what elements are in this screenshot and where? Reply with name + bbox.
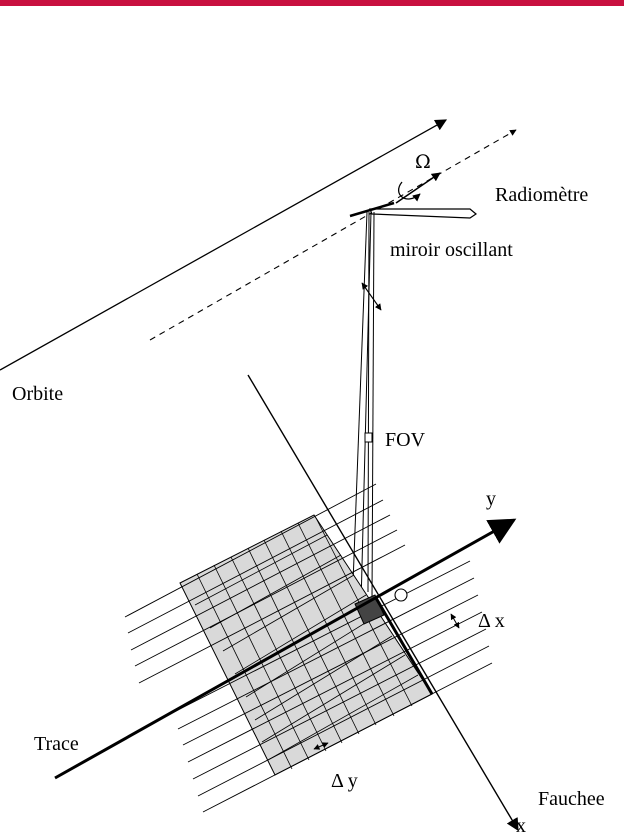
oscillating-mirror bbox=[349, 201, 395, 218]
fov-marker bbox=[364, 432, 373, 443]
scan-cone bbox=[351, 211, 375, 611]
orbite-label: Orbite bbox=[12, 383, 63, 405]
rotation-axis-arrow bbox=[395, 172, 441, 204]
omega-label: Ω bbox=[415, 151, 431, 173]
trace-label: Trace bbox=[34, 733, 79, 755]
origin-circle bbox=[394, 588, 408, 602]
orbit-line bbox=[0, 119, 448, 371]
x-axis-fauchee bbox=[247, 374, 519, 832]
delta-x-arrow bbox=[450, 613, 460, 629]
scan-lines bbox=[124, 483, 493, 813]
radiometer-body bbox=[369, 208, 478, 219]
top-color-bar bbox=[0, 0, 624, 6]
delta-x-label: Δ x bbox=[478, 610, 505, 632]
fov-label: FOV bbox=[385, 429, 426, 451]
fauchee-label: Fauchee bbox=[538, 788, 605, 810]
x-axis-thick-segment bbox=[374, 597, 434, 695]
y-axis-trace bbox=[54, 518, 517, 780]
delta-y-label: Δ y bbox=[331, 770, 358, 792]
delta-y-arrow bbox=[313, 742, 329, 750]
dashed-projection-line bbox=[149, 129, 517, 341]
radiometre-label: Radiomètre bbox=[495, 184, 588, 206]
y-axis-label: y bbox=[486, 488, 496, 510]
rotation-arc-icon bbox=[397, 181, 421, 202]
x-axis-label: x bbox=[516, 815, 526, 837]
miroir-oscillant-label: miroir oscillant bbox=[390, 239, 513, 261]
oscillation-arrow bbox=[361, 282, 382, 311]
